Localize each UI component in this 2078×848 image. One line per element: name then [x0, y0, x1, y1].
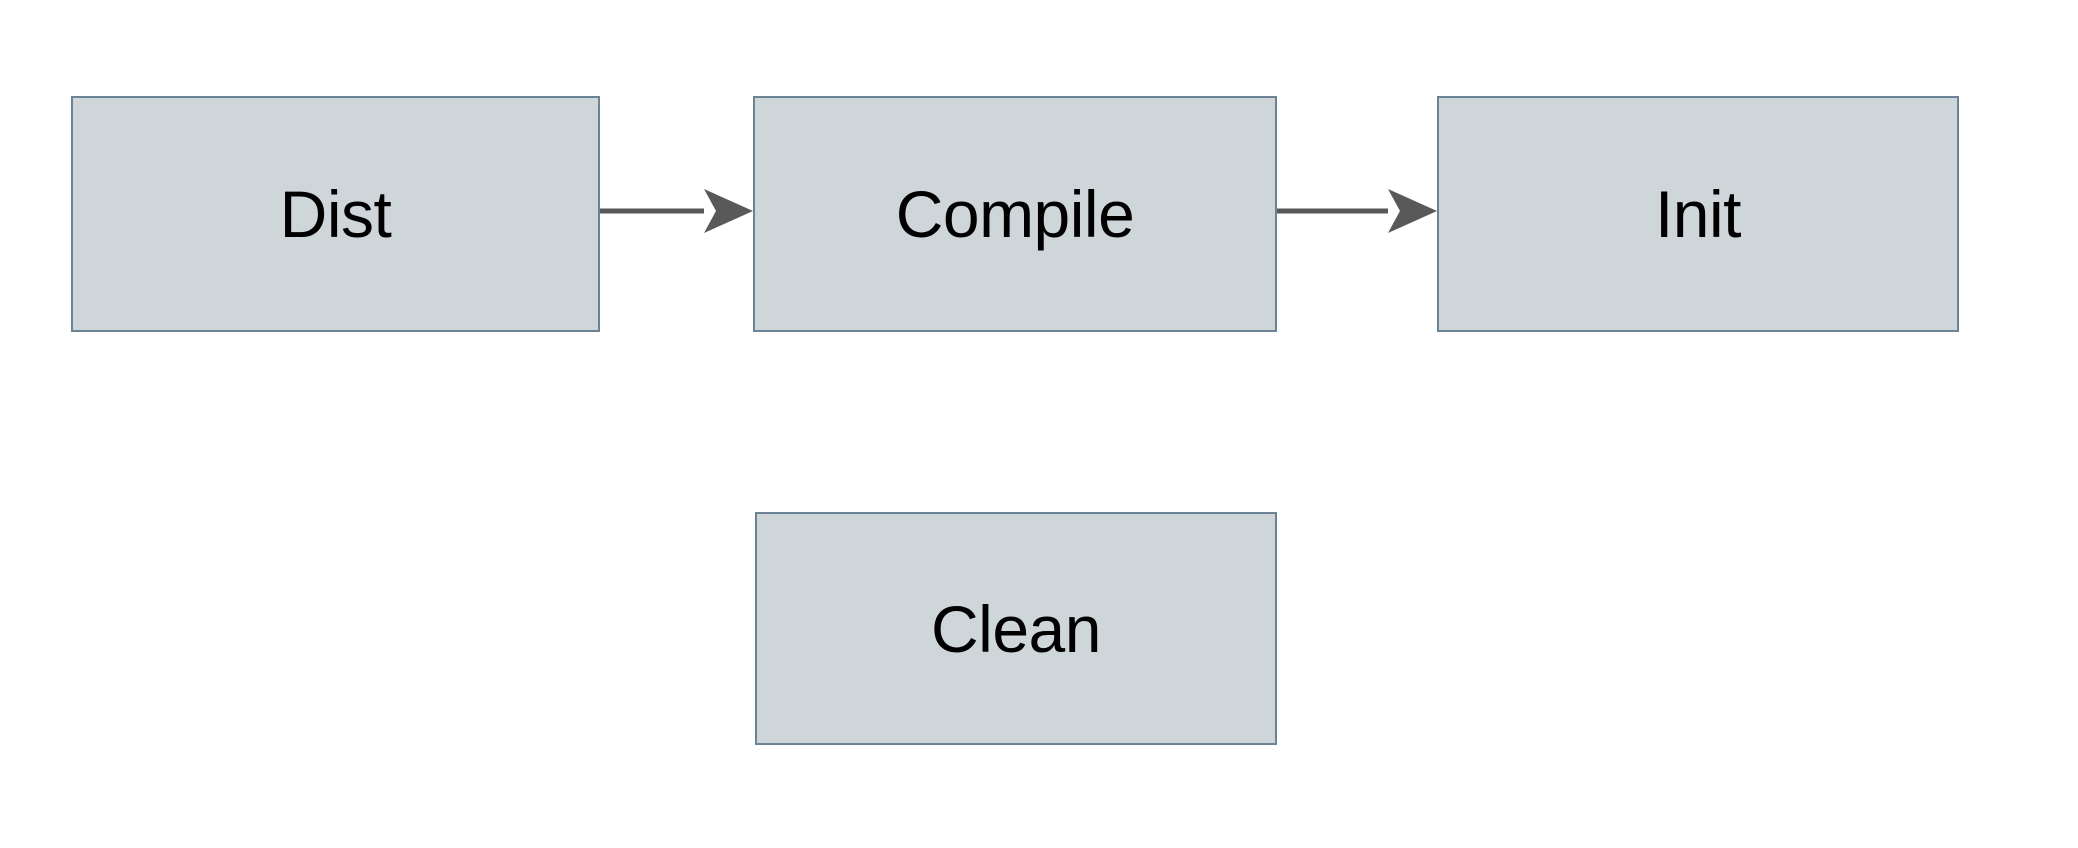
node-compile-label: Compile	[895, 177, 1135, 251]
node-dist[interactable]: Dist	[71, 96, 600, 332]
node-clean[interactable]: Clean	[755, 512, 1277, 745]
node-clean-label: Clean	[931, 591, 1101, 666]
node-compile[interactable]: Compile	[753, 96, 1277, 332]
node-init-label: Init	[1654, 177, 1742, 251]
node-dist-label: Dist	[279, 177, 392, 251]
edge-compile-to-init[interactable]	[1277, 192, 1438, 232]
node-init[interactable]: Init	[1437, 96, 1959, 332]
edge-dist-to-compile[interactable]	[600, 192, 754, 232]
